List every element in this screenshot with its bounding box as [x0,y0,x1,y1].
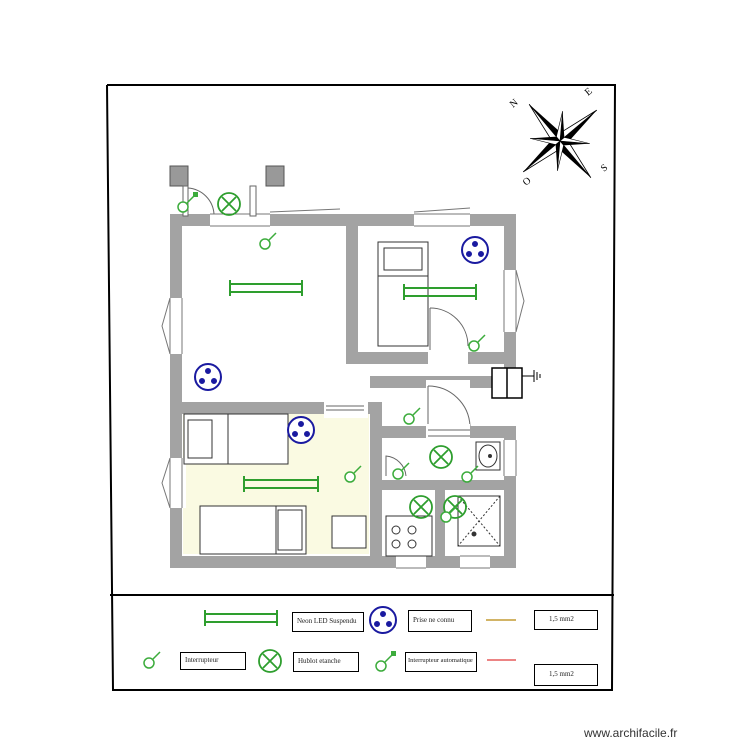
legend-switch-icon [143,651,161,669]
legend-switch-box: Interrupteur [180,652,246,670]
watermark-text[interactable]: www.archifacile.fr [584,726,678,740]
legend-led-label: Neon LED Suspendu [297,617,357,625]
legend-led-box: Neon LED Suspendu [292,612,364,632]
legend-symbols [143,606,516,673]
legend-wire-b-box: 1,5 mm2 [534,664,598,686]
compass-s: S [599,162,610,174]
switch-wc [461,465,479,483]
legend-wire-a-box: 1,5 mm2 [534,610,598,630]
socket-bedroom [287,416,315,444]
led-neon-lights [229,280,477,492]
switch-room [468,334,486,352]
doors [182,185,471,477]
switch-living [259,232,277,250]
compass-rose [522,103,598,179]
switch-corridor [403,407,421,425]
compass-n: N [508,97,521,110]
socket-room [461,236,489,264]
legend-hublot-label: Hublot etanche [298,657,341,665]
legend-switch-label: Interrupteur [185,656,219,664]
switch-bath [392,462,410,480]
legend-auto-switch-box: Interrupteur automatique [405,652,477,672]
hublot-wc [429,445,453,469]
led-neon-bedroom [243,476,319,492]
legend-socket-box: Prise ne connu [408,610,472,632]
legend-socket-icon [369,606,397,634]
legend-wire-a-label: 1,5 mm2 [549,615,574,623]
socket-living [194,363,222,391]
compass-o: O [521,175,534,188]
windows [161,207,525,572]
legend-wire-b-label: 1,5 mm2 [549,670,574,678]
legend-auto-switch-label: Interrupteur automatique [408,657,473,664]
page-frame [106,84,617,691]
hublot-kitchen [409,495,433,519]
post-right [265,165,285,187]
led-neon-room [403,284,477,300]
switch-shower [440,505,458,523]
legend-led-icon [204,610,278,626]
electrical-panel [491,367,541,399]
led-neon-living [229,280,303,296]
sockets [194,236,489,444]
legend-socket-label: Prise ne connu [413,616,455,624]
legend-hublot-icon [258,649,282,673]
legend-hublot-box: Hublot etanche [293,652,359,672]
legend-auto-switch-icon [375,651,396,672]
hublot-entrance [217,192,241,216]
furniture [183,241,501,557]
post-left [169,165,189,187]
auto-switch-entrance [177,192,198,213]
compass-e: E [583,86,595,98]
switches [177,192,486,523]
switch-bedroom [344,465,362,483]
